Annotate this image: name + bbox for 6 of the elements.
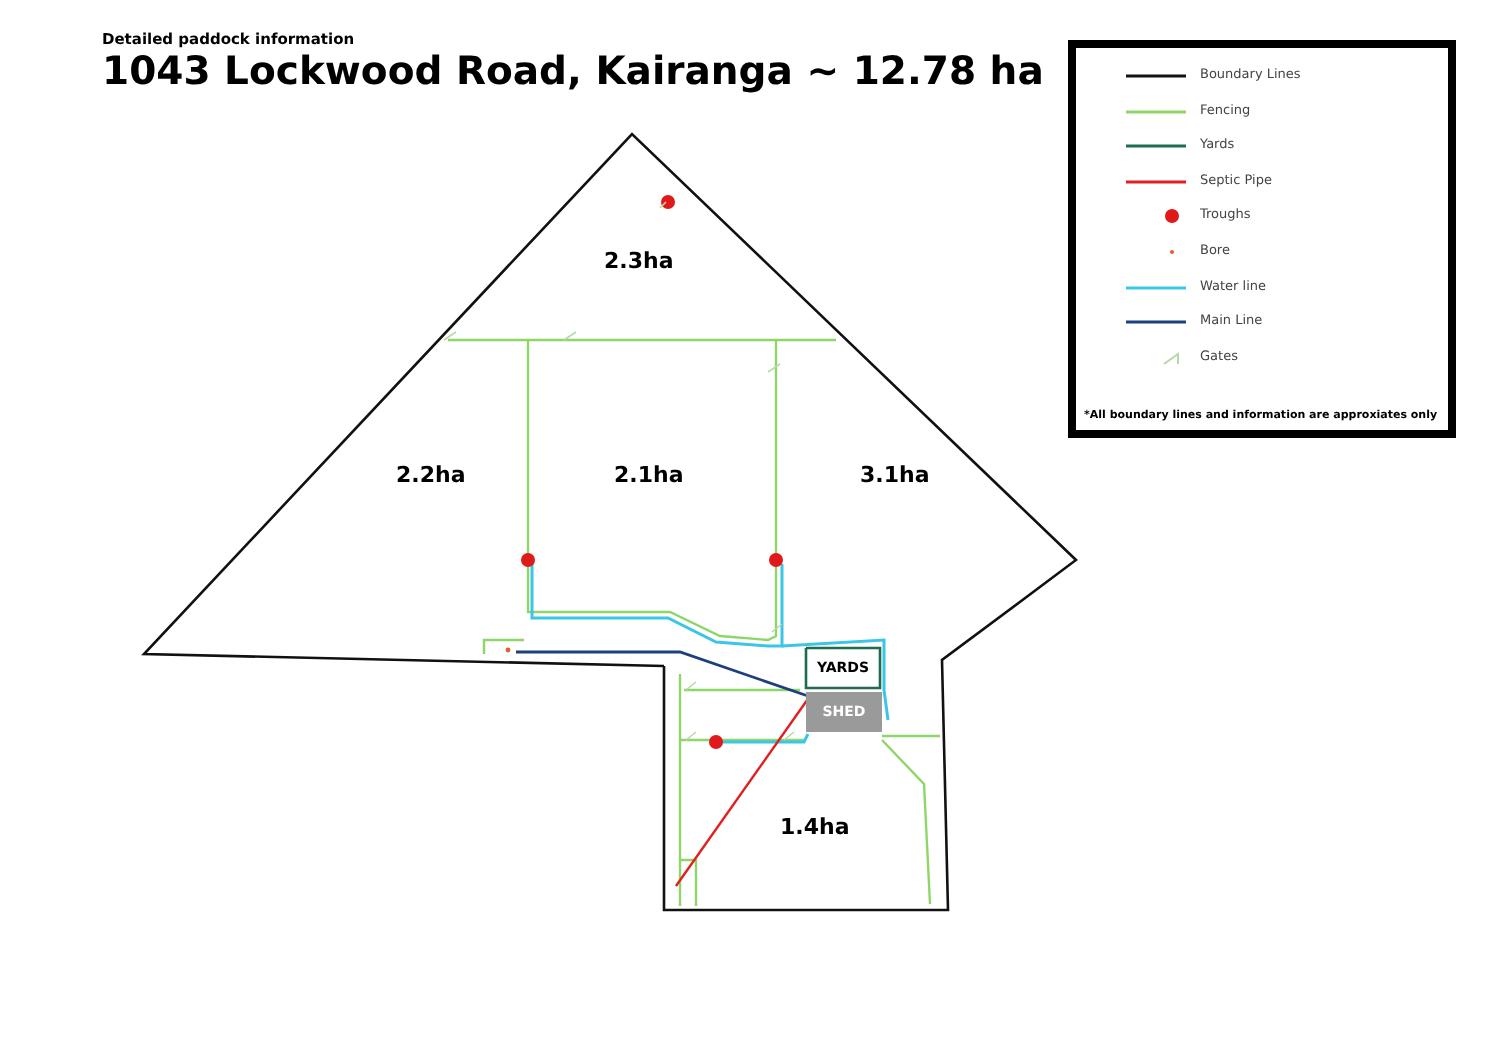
area-label: 1.4ha bbox=[780, 814, 850, 840]
title: 1043 Lockwood Road, Kairanga ~ 12.78 ha bbox=[102, 48, 1044, 94]
area-label: 2.2ha bbox=[396, 462, 466, 488]
area-label: 2.1ha bbox=[614, 462, 684, 488]
area-label: 2.3ha bbox=[604, 248, 674, 274]
area-label: 3.1ha bbox=[860, 462, 930, 488]
